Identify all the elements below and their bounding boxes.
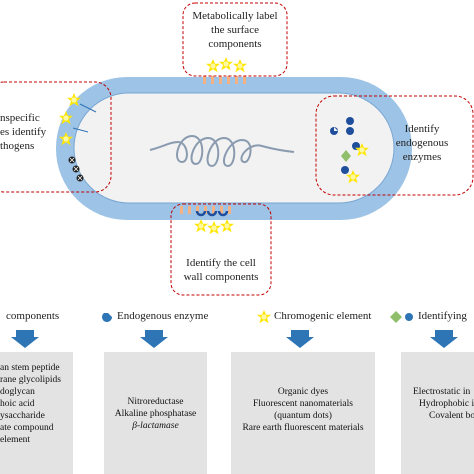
panel-components: an stem peptide rane glycolipids doglyca… — [0, 352, 73, 474]
surface-markers-top — [203, 57, 247, 84]
arrow-enzyme-icon — [140, 330, 168, 348]
panel-item: doglycan — [0, 387, 35, 397]
panel-item: ate compound — [0, 423, 54, 433]
panel-enzyme: Nitroreductase Alkaline phosphatase β-la… — [104, 352, 207, 474]
panel-item: Fluorescent nanomaterials — [253, 399, 353, 409]
wall-markers-bottom — [180, 206, 234, 235]
arrow-components-icon — [11, 330, 39, 348]
panel-item: element — [0, 435, 31, 445]
enzyme-markers-right — [330, 117, 369, 184]
callout-box-top — [182, 2, 288, 77]
panel-identifying: Electrostatic in Hydrophobic i Covalent … — [401, 352, 474, 474]
callout-right-line: enzymes — [402, 151, 442, 163]
panel-components-list: an stem peptide rane glycolipids doglyca… — [0, 362, 61, 446]
legend-components: components — [6, 310, 60, 322]
callout-top-line: Metabolically label — [192, 10, 278, 22]
callout-top-line: components — [208, 38, 262, 50]
callout-left-line: thogens — [0, 140, 35, 152]
panel-item: an stem peptide — [0, 363, 60, 373]
dna-coil — [149, 134, 295, 168]
panel-item: Hydrophobic i — [419, 399, 474, 409]
legend-enzyme: Endogenous enzyme — [117, 310, 209, 322]
callout-right-line: Identify — [404, 123, 440, 135]
enzyme-legend-icon — [102, 313, 112, 322]
panel-item: Rare earth fluorescent materials — [242, 423, 364, 433]
callout-left-line: nspecific — [0, 112, 40, 124]
panel-item: Nitroreductase — [127, 397, 184, 407]
panel-item: Organic dyes — [277, 387, 329, 397]
arrow-identifying-icon — [430, 330, 458, 348]
callout-left-label: nspecific es identify thogens — [0, 111, 80, 153]
panel-item: Electrostatic in — [413, 387, 471, 397]
pathogen-markers-left — [59, 93, 97, 182]
callout-box-right — [315, 95, 474, 196]
chromogenic-legend-icon — [257, 310, 271, 324]
callout-left-line: es identify — [0, 126, 47, 138]
callout-top-label: Metabolically label the surface componen… — [185, 9, 285, 51]
arrow-chromogenic-icon — [286, 330, 314, 348]
panel-chromogenic-list: Organic dyes Fluorescent nanomaterials (… — [231, 386, 375, 434]
panel-item: rane glycolipids — [0, 375, 61, 385]
callout-right-label: Identify endogenous enzymes — [377, 122, 467, 164]
panel-chromogenic: Organic dyes Fluorescent nanomaterials (… — [231, 352, 375, 474]
panel-item: hoic acid — [0, 399, 35, 409]
panel-item: ysaccharide — [0, 411, 45, 421]
panel-enzyme-list: Nitroreductase Alkaline phosphatase β-la… — [104, 396, 207, 432]
callout-box-left — [0, 81, 112, 193]
callout-right-line: endogenous — [395, 137, 449, 149]
callout-top-line: the surface — [211, 24, 259, 36]
panel-item: Covalent bo — [429, 411, 474, 421]
callout-bottom-line: Identify the cell — [186, 257, 256, 269]
panel-item: (quantum dots) — [274, 411, 332, 421]
panel-item: β-lactamase — [132, 421, 179, 431]
callout-box-bottom — [170, 203, 272, 296]
legend-identifying: Identifying — [418, 310, 467, 322]
callout-bottom-line: wall components — [183, 271, 259, 283]
identifying-legend-icon — [405, 313, 413, 321]
panel-identifying-list: Electrostatic in Hydrophobic i Covalent … — [413, 386, 474, 422]
callout-bottom-label: Identify the cell wall components — [172, 256, 270, 284]
diamond-legend-icon — [390, 311, 402, 323]
legend-chromogenic: Chromogenic element — [274, 310, 372, 322]
panel-item: Alkaline phosphatase — [114, 409, 197, 419]
